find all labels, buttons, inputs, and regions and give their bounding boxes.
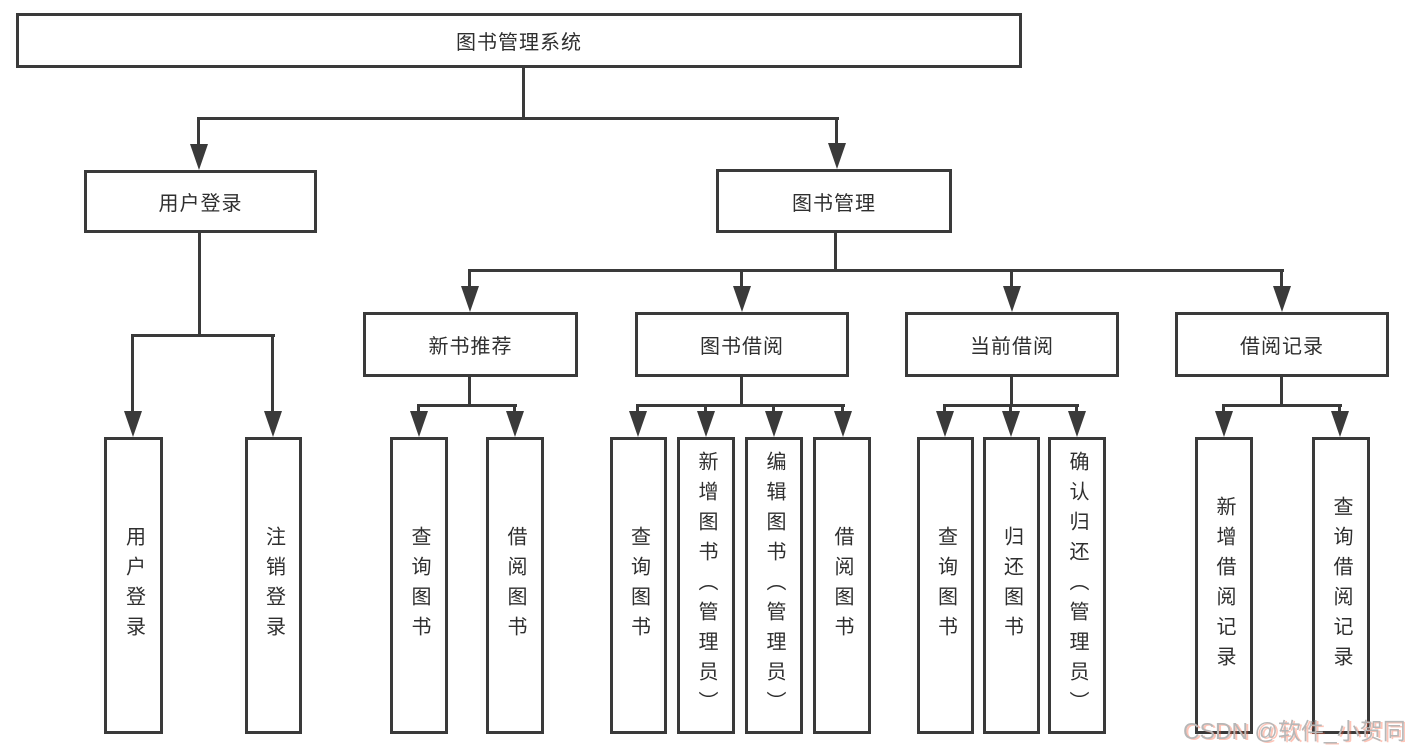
leaf-label: 新增图书（管理员）: [695, 450, 717, 721]
connector-line: [468, 375, 471, 407]
leaf-borrow-books: 借阅图书: [813, 437, 871, 734]
connector-line: [1075, 404, 1078, 414]
node-book-borrowing: 图书借阅: [635, 312, 849, 377]
connector-line: [417, 404, 517, 407]
connector-line: [198, 231, 201, 336]
leaf-label: 编辑图书（管理员）: [763, 450, 785, 721]
leaf-label: 注销登录: [262, 525, 285, 646]
connector-line: [1280, 269, 1283, 291]
connector-line: [704, 404, 707, 414]
arrowhead-down-icon: [1068, 411, 1086, 437]
node-current-borrowing: 当前借阅: [905, 312, 1119, 377]
connector-line: [636, 404, 639, 414]
connector-line: [636, 404, 845, 407]
connector-line: [197, 117, 200, 147]
csdn-watermark: CSDN @软件_小贺同学: [1183, 718, 1405, 744]
arrowhead-down-icon: [1003, 286, 1021, 312]
connector-line: [1222, 404, 1225, 414]
node-user-login: 用户登录: [84, 170, 317, 233]
connector-line: [835, 117, 838, 147]
connector-line: [740, 269, 743, 291]
arrowhead-down-icon: [461, 286, 479, 312]
leaf-add-borrow-record: 新增借阅记录: [1195, 437, 1253, 734]
connector-line: [468, 269, 1284, 272]
connector-line: [943, 404, 946, 414]
leaf-add-books-admin: 新增图书（管理员）: [677, 437, 735, 734]
connector-line: [740, 375, 743, 407]
leaf-label: 用户登录: [122, 525, 145, 646]
leaf-query-borrow-record: 查询借阅记录: [1312, 437, 1370, 734]
leaf-borrow-books-recommend: 借阅图书: [486, 437, 544, 734]
node-label: 用户登录: [158, 193, 243, 215]
connector-line: [841, 404, 844, 414]
node-book-management: 图书管理: [716, 169, 952, 233]
leaf-confirm-return-admin: 确认归还（管理员）: [1048, 437, 1106, 734]
node-label: 图书管理系统: [456, 32, 582, 54]
leaf-label: 查询图书: [627, 525, 650, 646]
node-borrowing-records: 借阅记录: [1175, 312, 1389, 377]
arrowhead-down-icon: [828, 143, 846, 169]
arrowhead-down-icon: [936, 411, 954, 437]
connector-line: [834, 231, 837, 271]
node-label: 新书推荐: [428, 336, 513, 358]
connector-line: [131, 334, 275, 337]
arrowhead-down-icon: [410, 411, 428, 437]
arrowhead-down-icon: [1002, 411, 1020, 437]
arrowhead-down-icon: [697, 411, 715, 437]
connector-line: [468, 269, 471, 291]
connector-line: [271, 334, 274, 414]
arrowhead-down-icon: [765, 411, 783, 437]
arrowhead-down-icon: [1273, 286, 1291, 312]
arrowhead-down-icon: [1331, 411, 1349, 437]
connector-line: [131, 334, 134, 414]
node-label: 图书借阅: [700, 336, 784, 358]
arrowhead-down-icon: [506, 411, 524, 437]
node-label: 图书管理: [792, 192, 876, 215]
arrowhead-down-icon: [264, 411, 282, 437]
node-library-management-system: 图书管理系统: [16, 13, 1022, 68]
leaf-label: 借阅图书: [831, 525, 853, 646]
leaf-label: 借阅图书: [504, 525, 526, 646]
leaf-return-books: 归还图书: [983, 437, 1040, 734]
leaf-label: 查询图书: [934, 525, 957, 646]
leaf-edit-books-admin: 编辑图书（管理员）: [745, 437, 803, 734]
leaf-query-books-recommend: 查询图书: [390, 437, 448, 734]
leaf-query-books-current: 查询图书: [917, 437, 974, 734]
leaf-label: 查询借阅记录: [1330, 495, 1352, 676]
connector-line: [522, 66, 525, 118]
connector-line: [513, 404, 516, 414]
connector-line: [1222, 404, 1342, 407]
leaf-user-login: 用户登录: [104, 437, 163, 734]
node-label: 借阅记录: [1240, 336, 1324, 358]
node-label: 当前借阅: [970, 336, 1054, 358]
leaf-logout: 注销登录: [245, 437, 302, 734]
leaf-label: 新增借阅记录: [1213, 495, 1235, 676]
leaf-label: 归还图书: [1000, 525, 1023, 646]
leaf-query-books-borrow: 查询图书: [610, 437, 667, 734]
connector-line: [1280, 375, 1283, 407]
arrowhead-down-icon: [124, 411, 142, 437]
leaf-label: 查询图书: [408, 525, 430, 646]
arrowhead-down-icon: [629, 411, 647, 437]
leaf-label: 确认归还（管理员）: [1066, 450, 1088, 721]
node-new-book-recommendation: 新书推荐: [363, 312, 578, 377]
arrowhead-down-icon: [834, 411, 852, 437]
connector-line: [198, 117, 839, 120]
connector-line: [772, 404, 775, 414]
connector-line: [1010, 269, 1013, 291]
connector-line: [1009, 404, 1012, 414]
connector-line: [1010, 375, 1013, 407]
arrowhead-down-icon: [190, 144, 208, 170]
arrowhead-down-icon: [733, 286, 751, 312]
connector-line: [1338, 404, 1341, 414]
connector-line: [417, 404, 420, 414]
arrowhead-down-icon: [1215, 411, 1233, 437]
